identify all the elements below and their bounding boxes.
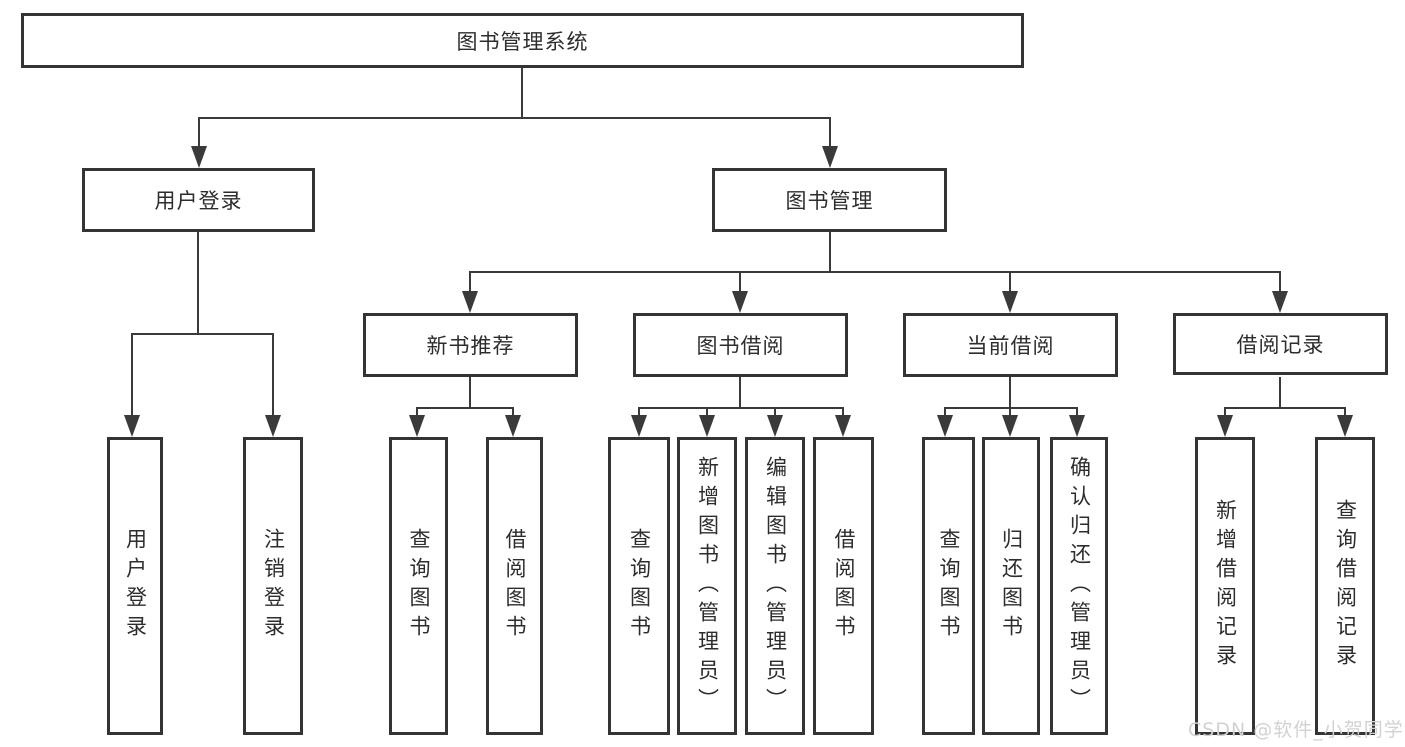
connector-line (468, 270, 1281, 274)
node-book-borrow: 图书借阅 (633, 313, 848, 377)
connector-line (773, 407, 777, 417)
arrow-down-icon (732, 291, 748, 313)
node-label: 新增借阅记录 (1213, 499, 1238, 673)
arrow-down-icon (699, 415, 715, 437)
connector-line (828, 232, 832, 273)
arrow-down-icon (937, 415, 953, 437)
arrow-down-icon (505, 415, 521, 437)
connector-line (943, 407, 947, 417)
connector-line (637, 406, 845, 410)
node-label: 借阅图书 (503, 528, 527, 644)
node-label: 图书借阅 (696, 334, 785, 358)
connector-line (468, 271, 472, 292)
connector-line (841, 407, 845, 417)
node-label: 确认归还（管理员） (1067, 455, 1092, 717)
arrow-down-icon (191, 146, 207, 168)
arrow-down-icon (409, 415, 425, 437)
connector-line (197, 117, 201, 148)
arrow-down-icon (265, 415, 281, 437)
arrow-down-icon (1337, 415, 1353, 437)
connector-line (1008, 407, 1012, 417)
arrow-down-icon (767, 415, 783, 437)
node-user-login: 用户登录 (82, 168, 315, 232)
leaf-query-books-current: 查询图书 (922, 437, 975, 735)
node-label: 用户登录 (154, 189, 243, 213)
connector-line (468, 377, 472, 408)
node-borrow-records: 借阅记录 (1173, 313, 1388, 375)
node-label: 编辑图书（管理员） (763, 455, 788, 717)
node-new-book-recommend: 新书推荐 (363, 313, 578, 377)
connector-line (738, 271, 742, 292)
connector-line (511, 407, 515, 417)
node-label: 查询图书 (407, 528, 431, 644)
connector-line (1223, 407, 1227, 417)
connector-line (1223, 406, 1347, 410)
leaf-logout: 注销登录 (243, 437, 303, 735)
node-label: 查询图书 (937, 528, 961, 644)
node-label: 借阅记录 (1236, 333, 1325, 357)
node-book-management: 图书管理 (712, 168, 947, 232)
node-label: 查询图书 (627, 528, 652, 644)
node-library-management-system: 图书管理系统 (21, 13, 1024, 68)
connector-line (415, 406, 515, 410)
arrow-down-icon (124, 415, 140, 437)
connector-line (130, 333, 134, 417)
node-label: 新书推荐 (426, 334, 515, 358)
connector-line (705, 407, 709, 417)
node-label: 当前借阅 (966, 334, 1055, 358)
connector-line (637, 407, 641, 417)
connector-line (415, 407, 419, 417)
connector-line (520, 68, 524, 118)
leaf-query-books-recommend: 查询图书 (389, 437, 448, 735)
leaf-query-books-borrow: 查询图书 (608, 437, 670, 735)
node-label: 图书管理系统 (456, 29, 589, 54)
connector-line (271, 333, 275, 417)
connector-line (130, 332, 275, 336)
connector-line (1343, 407, 1347, 417)
leaf-borrow-books: 借阅图书 (813, 437, 874, 735)
arrow-down-icon (1069, 415, 1085, 437)
leaf-edit-book-admin: 编辑图书（管理员） (745, 437, 805, 735)
connector-line (1008, 377, 1012, 408)
arrow-down-icon (1002, 415, 1018, 437)
node-label: 查询借阅记录 (1333, 499, 1358, 673)
connector-line (1075, 407, 1079, 417)
node-label: 注销登录 (261, 528, 286, 644)
arrow-down-icon (631, 415, 647, 437)
connector-line (738, 377, 742, 408)
connector-line (1278, 377, 1282, 408)
leaf-add-borrow-record: 新增借阅记录 (1195, 437, 1255, 735)
arrow-down-icon (822, 146, 838, 168)
leaf-user-login: 用户登录 (107, 437, 163, 735)
connector-line (828, 117, 832, 148)
connector-line (196, 232, 200, 335)
node-label: 用户登录 (123, 528, 148, 644)
leaf-borrow-books-recommend: 借阅图书 (486, 437, 543, 735)
node-current-borrow: 当前借阅 (903, 313, 1118, 377)
leaf-add-book-admin: 新增图书（管理员） (677, 437, 737, 735)
connector-line (197, 116, 831, 120)
leaf-return-books: 归还图书 (982, 437, 1040, 735)
arrow-down-icon (1217, 415, 1233, 437)
node-label: 新增图书（管理员） (695, 455, 720, 717)
connector-line (1008, 271, 1012, 292)
node-label: 借阅图书 (832, 528, 856, 644)
node-label: 图书管理 (785, 189, 874, 213)
leaf-confirm-return-admin: 确认归还（管理员） (1050, 437, 1108, 735)
arrow-down-icon (1272, 291, 1288, 313)
connector-line (1278, 271, 1282, 292)
watermark-csdn: CSDN @软件_小贺同学 (1188, 719, 1404, 741)
arrow-down-icon (1002, 291, 1018, 313)
arrow-down-icon (835, 415, 851, 437)
node-label: 归还图书 (999, 528, 1024, 644)
leaf-query-borrow-record: 查询借阅记录 (1315, 437, 1375, 735)
arrow-down-icon (462, 291, 478, 313)
